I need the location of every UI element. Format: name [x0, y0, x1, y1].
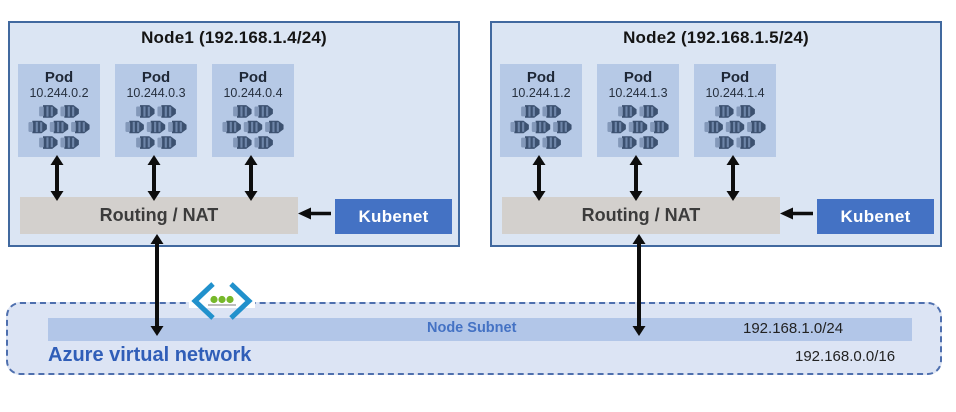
node2-kubenet-box: Kubenet: [817, 199, 934, 234]
node1-kubenet-box: Kubenet: [335, 199, 452, 234]
pod-containers-icon: [222, 105, 284, 149]
pod-ip: 10.244.1.2: [511, 86, 571, 100]
pod-label: Pod: [526, 69, 556, 86]
node1-pod-3: Pod 10.244.0.4: [212, 64, 294, 157]
pod-ip: 10.244.0.4: [223, 86, 283, 100]
pod-ip: 10.244.1.4: [705, 86, 765, 100]
node2-box: Node2 (192.168.1.5/24) Pod 10.244.1.2 Po…: [490, 21, 942, 247]
node1-pod-1: Pod 10.244.0.2: [18, 64, 100, 157]
pod-containers-icon: [704, 105, 766, 149]
node1-routing-nat-bar: Routing / NAT: [20, 197, 298, 234]
pod-containers-icon: [125, 105, 187, 149]
pod-containers-icon: [28, 105, 90, 149]
node1-pod-2: Pod 10.244.0.3: [115, 64, 197, 157]
pod-label: Pod: [44, 69, 74, 86]
node1-title: Node1 (192.168.1.4/24): [141, 28, 327, 47]
node-subnet-bar: Node Subnet 192.168.1.0/24: [48, 318, 912, 341]
pod-label: Pod: [141, 69, 171, 86]
pod-label: Pod: [623, 69, 653, 86]
pod-ip: 10.244.1.3: [608, 86, 668, 100]
pod-ip: 10.244.0.2: [29, 86, 89, 100]
virtual-network-icon: [189, 282, 255, 320]
node-subnet-cidr: 192.168.1.0/24: [743, 320, 844, 337]
pod-containers-icon: [510, 105, 572, 149]
node-subnet-label: Node Subnet: [427, 320, 517, 336]
node2-title: Node2 (192.168.1.5/24): [623, 28, 809, 47]
azure-vnet-label: Azure virtual network: [48, 344, 252, 366]
node1-box: Node1 (192.168.1.4/24) Pod 10.244.0.2 Po…: [8, 21, 460, 247]
node2-routing-nat-bar: Routing / NAT: [502, 197, 780, 234]
pod-containers-icon: [607, 105, 669, 149]
node2-pod-2: Pod 10.244.1.3: [597, 64, 679, 157]
pod-label: Pod: [720, 69, 750, 86]
pod-label: Pod: [238, 69, 268, 86]
azure-vnet-box: Node Subnet 192.168.1.0/24 Azure virtual…: [6, 302, 942, 375]
node2-pod-1: Pod 10.244.1.2: [500, 64, 582, 157]
pod-ip: 10.244.0.3: [126, 86, 186, 100]
azure-vnet-cidr: 192.168.0.0/16: [795, 348, 896, 365]
node2-pod-3: Pod 10.244.1.4: [694, 64, 776, 157]
